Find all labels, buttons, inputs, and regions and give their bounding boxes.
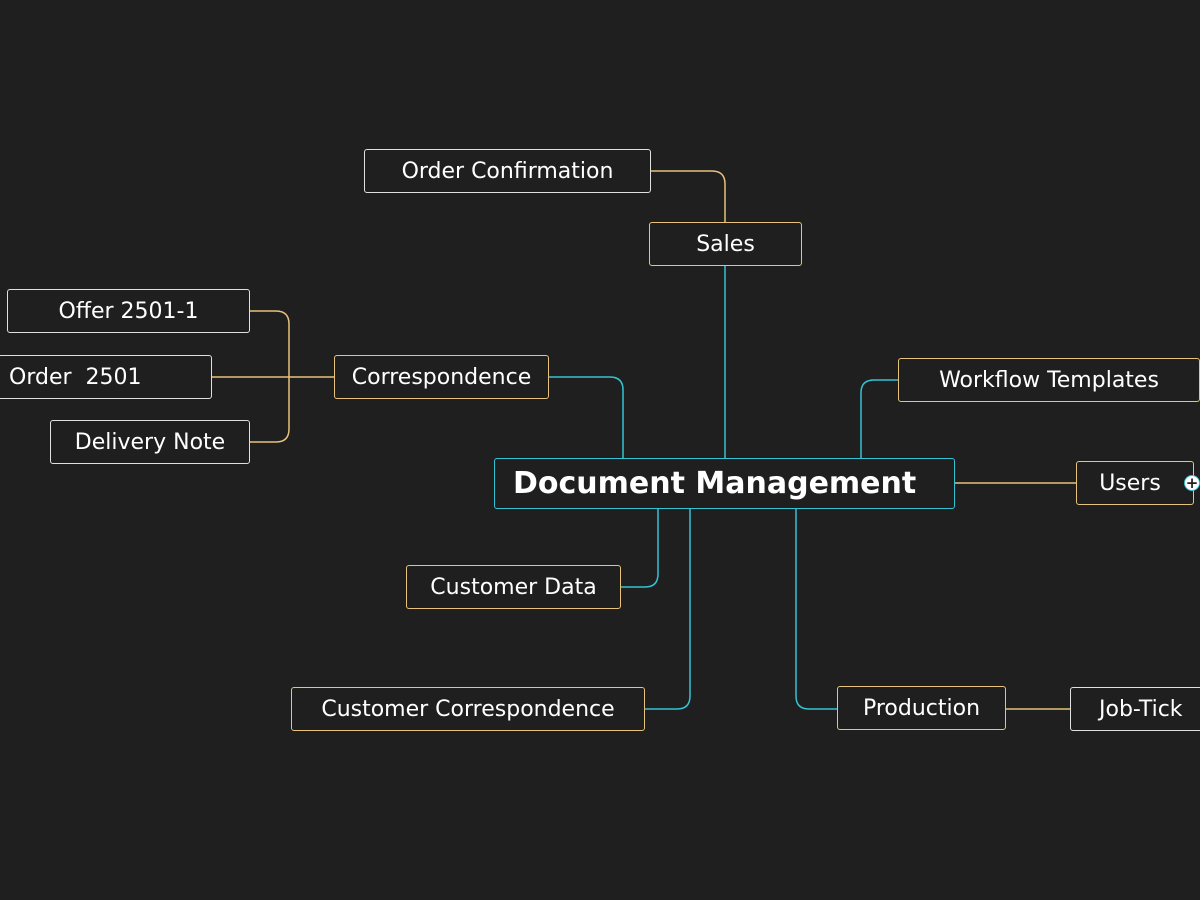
node-delivery-note[interactable]: Delivery Note (50, 420, 250, 464)
root-label: Document Management (513, 466, 917, 501)
node-users-label: Users (1099, 470, 1161, 496)
connector-root-correspondence (549, 376, 624, 458)
node-sales[interactable]: Sales (649, 222, 802, 266)
node-users[interactable]: Users (1076, 461, 1194, 505)
node-correspondence[interactable]: Correspondence (334, 355, 549, 399)
root-node-document-management[interactable]: Document Management (494, 458, 955, 509)
node-customer-correspondence[interactable]: Customer Correspondence (291, 687, 645, 731)
node-customer-correspondence-label: Customer Correspondence (321, 696, 615, 722)
node-workflow-templates-label: Workflow Templates (939, 367, 1159, 393)
connector-correspondence-delivery (250, 377, 290, 443)
plus-icon[interactable]: + (1184, 473, 1200, 492)
node-job-ticket[interactable]: Job-Tick (1070, 687, 1200, 731)
node-production-label: Production (862, 695, 981, 721)
node-order-label: Order 2501 (9, 364, 142, 390)
node-offer-label: Offer 2501-1 (58, 298, 199, 324)
connector-root-customer-correspondence (645, 509, 691, 710)
node-customer-data[interactable]: Customer Data (406, 565, 621, 609)
connector-correspondence-offer (250, 310, 334, 378)
node-order-confirmation[interactable]: Order Confirmation (364, 149, 651, 193)
node-correspondence-label: Correspondence (351, 364, 532, 390)
node-customer-data-label: Customer Data (430, 574, 597, 600)
node-workflow-templates[interactable]: Workflow Templates (898, 358, 1200, 402)
connector-root-workflow (860, 379, 898, 458)
node-sales-label: Sales (696, 231, 755, 257)
connector-sales-order-confirmation (651, 170, 726, 222)
node-order-confirmation-label: Order Confirmation (401, 158, 614, 184)
connector-root-customer-data (621, 509, 659, 588)
node-offer-2501-1[interactable]: Offer 2501-1 (7, 289, 250, 333)
node-order-2501[interactable]: Order 2501 (0, 355, 212, 399)
node-job-ticket-label: Job-Tick (1099, 696, 1183, 722)
node-production[interactable]: Production (837, 686, 1006, 730)
connector-root-production (795, 509, 837, 710)
node-delivery-note-label: Delivery Note (74, 429, 226, 455)
